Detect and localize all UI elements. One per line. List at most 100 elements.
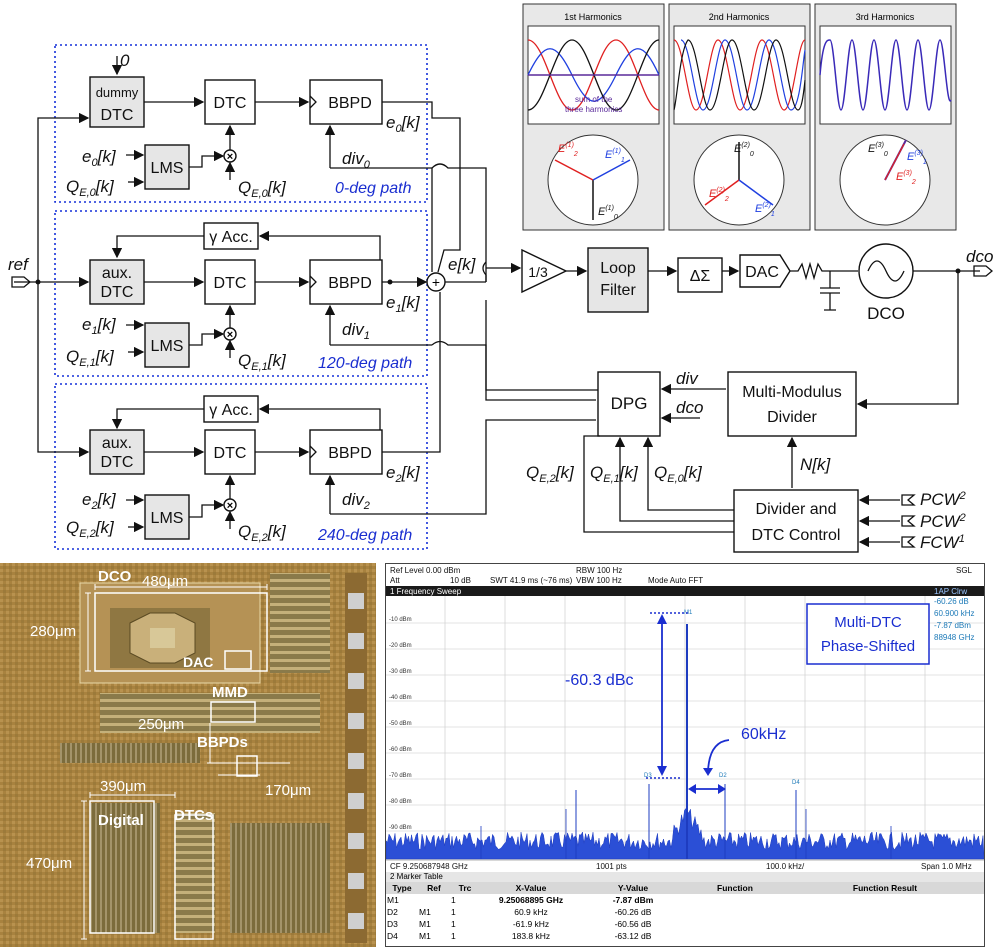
die-dco-height: 280μm: [30, 623, 76, 640]
e2-label: e2[k]: [386, 463, 421, 485]
dtcs-outline: [174, 814, 214, 940]
digital-outline: [89, 800, 155, 934]
marker-d4: D4: [792, 780, 800, 786]
qe0-lms-input: QE,0[k]: [66, 177, 115, 199]
lms0-label: LMS: [151, 160, 184, 177]
att-label: Att: [390, 576, 401, 585]
readout-1: 60.900 kHz: [934, 609, 974, 618]
svg-text:×: ×: [227, 151, 233, 163]
readout-0: -60.26 dB: [934, 597, 969, 606]
th-type: Type: [392, 883, 412, 893]
dco-label: DCO: [867, 304, 905, 323]
cell: [418, 894, 450, 906]
cell: 60.9 kHz: [514, 907, 548, 917]
svg-text:×: ×: [227, 329, 233, 341]
footer-div: 100.0 kHz/: [766, 862, 805, 871]
harmonic-title-1: 1st Harmonics: [564, 12, 622, 22]
pcw2-label: PCW2: [920, 490, 966, 509]
qe2-out-label: QE,2[k]: [526, 463, 575, 485]
dpg-label: DPG: [611, 394, 648, 413]
cell: D2: [387, 907, 398, 917]
footer-cf: CF 9.250687948 GHz: [390, 862, 468, 871]
cell: M1: [419, 907, 431, 917]
spectrum-analyzer: Ref Level 0.00 dBm Att 10 dB SWT 41.9 ms…: [385, 563, 985, 947]
qe2-mult-input: QE,2[k]: [238, 522, 287, 544]
die-photo: DCO 480μm 280μm DAC MMD 250μm BBPDs 170μ…: [0, 563, 376, 947]
lms2-block: [144, 494, 190, 540]
lms1-label: LMS: [151, 338, 184, 355]
cell: 1: [451, 931, 456, 941]
multi-dtc-box: [806, 603, 930, 665]
ref-level: Ref Level 0.00 dBm: [390, 566, 461, 575]
harmonic-panel-2: 2nd Harmonics E(2)0 E(2)2 E(2)1: [668, 3, 811, 231]
footer-pts: 1001 pts: [596, 862, 627, 871]
die-390-label: 390μm: [100, 778, 146, 795]
cell: -7.87 dBm: [612, 895, 654, 905]
cell: M1: [419, 919, 431, 929]
bbpd1-label: BBPD: [328, 275, 372, 292]
dco-out-label: dco: [966, 247, 993, 266]
loop-filter-block: [587, 247, 649, 313]
marker-table-title: 2 Marker Table: [386, 872, 984, 882]
dtc0-label: DTC: [214, 95, 247, 112]
qe0-mult-input: QE,0[k]: [238, 178, 287, 200]
dco-outline: [94, 592, 268, 672]
mmd-outline: [210, 701, 256, 723]
cell: D4: [387, 931, 398, 941]
aux-dtc2-block: [89, 429, 145, 475]
path2-box: [54, 383, 428, 550]
dummy-dtc-block: [89, 76, 145, 128]
readout-2: -7.87 dBm: [934, 621, 971, 630]
gain-label: 1/3: [528, 264, 548, 280]
ytick-4: -50 dBm: [389, 721, 412, 727]
marker-table: Type Ref Trc X-Value Y-Value Function Fu…: [386, 882, 984, 942]
swt-label: SWT 41.9 ms (~76 ms): [490, 576, 573, 585]
path0-label: 0-deg path: [335, 180, 412, 197]
marker-d3: D3: [644, 773, 652, 779]
dac-block: [739, 254, 791, 288]
multi-dtc-line1: Multi-DTC: [834, 614, 902, 631]
multi-dtc-line2: Phase-Shifted: [821, 638, 915, 655]
lms1-block: [144, 322, 190, 368]
sum-label-2: three harmonics: [565, 105, 622, 114]
dac-label: DAC: [745, 264, 779, 281]
die-digital-label: Digital: [98, 812, 144, 829]
th-ref: Ref: [427, 883, 441, 893]
e2-lms-input: e2[k]: [82, 490, 117, 512]
e1-lms-input: e1[k]: [82, 315, 117, 337]
bbpd0-label: BBPD: [328, 95, 372, 112]
die-470-label: 470μm: [26, 855, 72, 872]
dummy-dtc-line2: DTC: [101, 107, 134, 124]
loop-filter-line1: Loop: [600, 260, 636, 277]
gamma-acc1-block: [203, 222, 259, 250]
harmonic-title-2: 2nd Harmonics: [709, 12, 770, 22]
aux-dtc2-line1: aux.: [102, 435, 132, 452]
vbw-label: VBW 100 Hz: [576, 576, 622, 585]
th-trc: Trc: [458, 883, 472, 893]
div0-label: div0: [342, 149, 371, 171]
path2-label: 240-deg path: [317, 527, 412, 544]
svg-text:×: ×: [227, 500, 233, 512]
cell: M1: [387, 895, 399, 905]
marker-table-header: Type Ref Trc X-Value Y-Value Function Fu…: [386, 882, 984, 894]
ytick-5: -60 dBm: [389, 747, 412, 753]
aux-dtc1-block: [89, 259, 145, 305]
mmd-line1: Multi-Modulus: [742, 384, 842, 401]
dac-outline: [224, 650, 252, 670]
ytick-3: -40 dBm: [389, 695, 412, 701]
cell: 1: [451, 907, 456, 917]
dummy-dtc-line1: dummy: [96, 85, 139, 100]
gamma-acc1-label: γ Acc.: [209, 229, 253, 246]
dtc2-label: DTC: [214, 445, 247, 462]
th-x: X-Value: [515, 883, 547, 893]
marker-m1: M1: [684, 610, 693, 616]
att-value: 10 dB: [450, 576, 471, 585]
mmd-line2: Divider: [767, 409, 817, 426]
aux-dtc2-line2: DTC: [101, 454, 134, 471]
die-dac-label: DAC: [183, 654, 213, 670]
gamma-acc2-label: γ Acc.: [209, 402, 253, 419]
noise-trace: [386, 807, 984, 860]
